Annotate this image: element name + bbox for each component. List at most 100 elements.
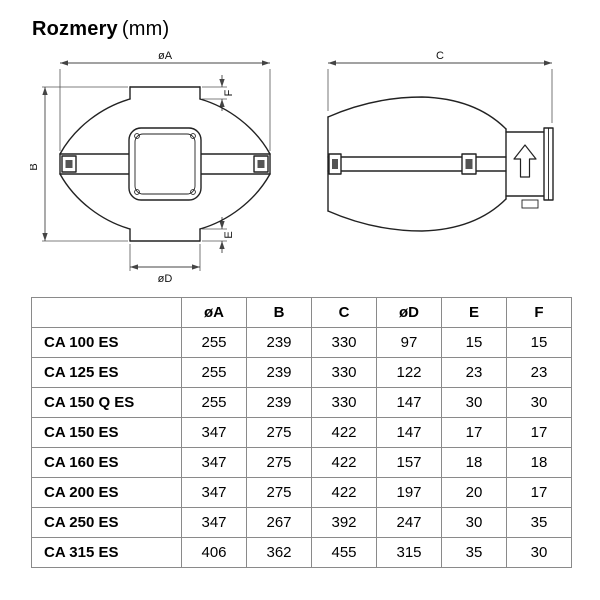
value-oD: 247 (376, 507, 442, 538)
value-oA: 347 (181, 447, 247, 478)
page-title: Rozmery(mm) (32, 18, 572, 41)
value-B: 275 (246, 447, 312, 478)
dim-oA: øA (59, 50, 271, 151)
value-B: 362 (246, 537, 312, 568)
header-model (31, 297, 182, 328)
value-E: 30 (441, 507, 507, 538)
value-B: 275 (246, 417, 312, 448)
value-F: 23 (506, 357, 572, 388)
value-E: 17 (441, 417, 507, 448)
outlet-spigot (505, 127, 554, 209)
value-oD: 147 (376, 387, 442, 418)
value-F: 35 (506, 507, 572, 538)
header-B: B (246, 297, 312, 328)
clamp-latch-side-left (328, 153, 342, 175)
value-B: 239 (246, 357, 312, 388)
dim-C: C (327, 50, 553, 123)
table-row: CA 200 ES 347 275 422 197 20 17 (31, 477, 572, 508)
value-E: 20 (441, 477, 507, 508)
clamp-latch-left (61, 155, 77, 173)
value-oA: 255 (181, 387, 247, 418)
header-oD: øD (376, 297, 442, 328)
front-view-drawing: øA B F E (30, 50, 271, 285)
value-E: 35 (441, 537, 507, 568)
header-C: C (311, 297, 377, 328)
table-row: CA 150 ES 347 275 422 147 17 17 (31, 417, 572, 448)
value-B: 239 (246, 387, 312, 418)
value-oD: 197 (376, 477, 442, 508)
value-oD: 122 (376, 357, 442, 388)
value-C: 330 (311, 327, 377, 358)
page-title-unit: (mm) (121, 18, 170, 40)
value-B: 239 (246, 327, 312, 358)
table-row: CA 315 ES 406 362 455 315 35 30 (31, 537, 572, 568)
table-row: CA 150 Q ES 255 239 330 147 30 30 (31, 387, 572, 418)
value-F: 18 (506, 447, 572, 478)
table-row: CA 250 ES 347 267 392 247 30 35 (31, 507, 572, 538)
table-header-row: øA B C øD E F (31, 297, 572, 328)
side-view-drawing: C (327, 50, 554, 232)
value-E: 15 (441, 327, 507, 358)
dim-label-B: B (30, 163, 40, 170)
airflow-arrow-icon (513, 144, 537, 178)
header-oA: øA (181, 297, 247, 328)
dim-label-E: E (223, 231, 235, 238)
header-E: E (441, 297, 507, 328)
value-F: 15 (506, 327, 572, 358)
screw-icon (190, 133, 196, 139)
value-oA: 347 (181, 477, 247, 508)
value-C: 422 (311, 447, 377, 478)
junction-box (128, 127, 202, 201)
value-F: 17 (506, 417, 572, 448)
dim-label-oA: øA (158, 50, 173, 62)
clamp-latch-side-right (461, 153, 477, 175)
value-oA: 347 (181, 507, 247, 538)
value-C: 330 (311, 357, 377, 388)
value-B: 275 (246, 477, 312, 508)
terminal-detail (521, 199, 539, 209)
header-F: F (506, 297, 572, 328)
value-F: 17 (506, 477, 572, 508)
screw-icon (134, 189, 140, 195)
value-C: 392 (311, 507, 377, 538)
value-oA: 255 (181, 327, 247, 358)
dim-F: F (202, 75, 235, 111)
value-C: 422 (311, 477, 377, 508)
value-oA: 255 (181, 357, 247, 388)
dim-label-F: F (223, 89, 235, 96)
table-row: CA 125 ES 255 239 330 122 23 23 (31, 357, 572, 388)
screw-icon (190, 189, 196, 195)
value-oD: 315 (376, 537, 442, 568)
clamp-latch-right (253, 155, 269, 173)
value-C: 422 (311, 417, 377, 448)
value-oA: 347 (181, 417, 247, 448)
dim-B: B (30, 86, 128, 242)
model-name: CA 250 ES (31, 507, 182, 538)
model-name: CA 160 ES (31, 447, 182, 478)
page-title-main: Rozmery (32, 18, 118, 40)
model-name: CA 150 Q ES (31, 387, 182, 418)
dim-oD: øD (129, 244, 201, 285)
value-B: 267 (246, 507, 312, 538)
value-E: 23 (441, 357, 507, 388)
value-oA: 406 (181, 537, 247, 568)
model-name: CA 125 ES (31, 357, 182, 388)
screw-icon (134, 133, 140, 139)
value-C: 330 (311, 387, 377, 418)
dim-label-oD: øD (158, 273, 173, 285)
value-E: 30 (441, 387, 507, 418)
dim-label-C: C (436, 50, 444, 62)
value-oD: 157 (376, 447, 442, 478)
model-name: CA 200 ES (31, 477, 182, 508)
table-row: CA 100 ES 255 239 330 97 15 15 (31, 327, 572, 358)
model-name: CA 315 ES (31, 537, 182, 568)
technical-drawings: øA B F E (30, 49, 572, 287)
dim-E: E (202, 217, 235, 253)
value-C: 455 (311, 537, 377, 568)
model-name: CA 150 ES (31, 417, 182, 448)
fan-body-front (59, 86, 271, 242)
value-E: 18 (441, 447, 507, 478)
dimensions-table: øA B C øD E F CA 100 ES 255 239 330 97 1… (31, 297, 572, 568)
model-name: CA 100 ES (31, 327, 182, 358)
